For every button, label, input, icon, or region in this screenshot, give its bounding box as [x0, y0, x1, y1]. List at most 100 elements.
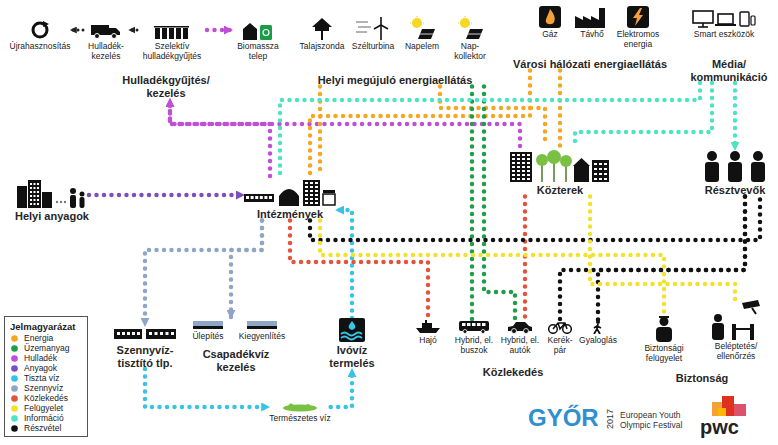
- icon: [311, 16, 333, 40]
- icon-shape: [522, 158, 525, 160]
- icon-shape: [315, 186, 318, 188]
- node-label: Gáz: [539, 30, 561, 40]
- icon-shape: [752, 308, 756, 314]
- node-label: Szelektív hulladékgyűjtés: [137, 42, 207, 61]
- icon-shape: [714, 314, 722, 322]
- icon-shape: [522, 154, 525, 156]
- icon-shape: [95, 34, 100, 39]
- group-heading: Hulladékgyűjtés/ kezelés: [112, 74, 220, 99]
- icon-shape: [575, 8, 605, 28]
- flow-connector: [575, 83, 712, 146]
- group-band: Helyi megújuló energiaellátásTalajszonda…: [292, 10, 498, 87]
- icon-shape: [30, 203, 32, 205]
- legend-text: Üzemanyag: [24, 343, 69, 353]
- icon-shape: [247, 326, 277, 329]
- icon-shape: [283, 405, 317, 412]
- icon-shape: [37, 191, 39, 193]
- flow-connector: [70, 29, 83, 32]
- legend-text: Tiszta víz: [24, 373, 60, 383]
- legend-row: Hulladék: [10, 353, 82, 363]
- icon-shape: [463, 330, 467, 334]
- icon-shape: [243, 29, 257, 40]
- flow-connector: [310, 71, 530, 177]
- icon-shape: [517, 162, 520, 164]
- icon-node: Kerék- pár: [543, 320, 577, 355]
- icon-shape: [182, 26, 189, 28]
- icon-shape: [560, 155, 572, 167]
- icon-shape: [305, 202, 308, 204]
- icon-shape: [33, 183, 35, 185]
- icon-shape: [137, 332, 140, 335]
- icon-shape: [114, 329, 142, 339]
- icon-shape: [482, 323, 486, 326]
- icon-node: Távhő: [575, 6, 609, 40]
- icon-shape: [512, 170, 515, 172]
- flow-connector: [310, 197, 760, 241]
- icon-shape: [512, 162, 515, 164]
- icon: [247, 320, 277, 330]
- legend-title: Jelmagyarázat: [10, 320, 82, 333]
- icon-shape: [712, 323, 724, 340]
- legend-box: JelmagyarázatEnergiaÜzemanyagHulladékAny…: [4, 316, 88, 437]
- node-label: Ülepítés: [192, 332, 223, 342]
- icon-shape: [594, 173, 597, 175]
- icon-shape: [553, 323, 567, 329]
- flow-connector: [280, 83, 700, 176]
- flow-connector: [560, 197, 745, 321]
- icon-shape: [604, 173, 607, 175]
- legend-text: Részvétel: [24, 423, 61, 433]
- icon-shape: [306, 404, 310, 408]
- icon-shape: [742, 300, 760, 309]
- icon: [339, 318, 365, 342]
- icon: [508, 320, 532, 334]
- icon-shape: [341, 337, 362, 340]
- node-label: Hajó: [416, 336, 440, 346]
- icon-shape: [594, 324, 601, 334]
- icon-shape: [310, 190, 313, 192]
- icon-shape: [155, 28, 160, 39]
- legend-swatch-box: [10, 344, 19, 353]
- icon-shape: [527, 158, 530, 160]
- icon-shape: [736, 328, 750, 330]
- icon-shape: [323, 194, 335, 205]
- node-label: Ivóvíz termelés: [317, 344, 387, 369]
- icon: [409, 16, 435, 40]
- flow-connector: [733, 83, 738, 150]
- legend-swatch-box: [10, 334, 19, 343]
- icon-shape: [154, 26, 161, 28]
- legend-swatch-box: [10, 414, 19, 423]
- group-band: BiztonságBiztonsági felügyeletBeléptetés…: [630, 296, 774, 385]
- icon-shape: [693, 11, 713, 23]
- icon-node: Hybrid, el. autók: [498, 320, 542, 355]
- legend-row: Tiszta víz: [10, 373, 82, 383]
- node-label: Helyi anyagok: [15, 210, 89, 223]
- icon-shape: [60, 201, 62, 203]
- icon-shape: [30, 195, 32, 197]
- icon-shape: [512, 329, 517, 334]
- icon-shape: [310, 194, 313, 196]
- icon-shape: [30, 183, 32, 185]
- icon: [91, 20, 121, 40]
- logo-block: [734, 404, 746, 416]
- flow-connector: [129, 29, 137, 32]
- icon-shape: [263, 30, 269, 36]
- icon-shape: [512, 174, 515, 176]
- icon-shape: [149, 332, 152, 335]
- icon-shape: [171, 332, 174, 335]
- icon-shape: [310, 198, 313, 200]
- icon: [692, 10, 756, 28]
- flow-connector: [598, 197, 745, 321]
- node-label: Résztvevők: [702, 184, 768, 197]
- legend-swatch: [11, 395, 18, 402]
- icon-shape: [539, 6, 561, 28]
- icon-node: Intézmények: [244, 176, 336, 221]
- legend-row: Részvétel: [10, 423, 82, 433]
- icon-node: Smart eszközök: [692, 10, 756, 40]
- icon-shape: [660, 317, 669, 326]
- icon-shape: [512, 158, 515, 160]
- icon-shape: [517, 174, 520, 176]
- legend-swatch: [11, 415, 18, 422]
- legend-swatch-box: [10, 354, 19, 363]
- legend-row: Felügyelet: [10, 403, 82, 413]
- icon: [243, 20, 273, 40]
